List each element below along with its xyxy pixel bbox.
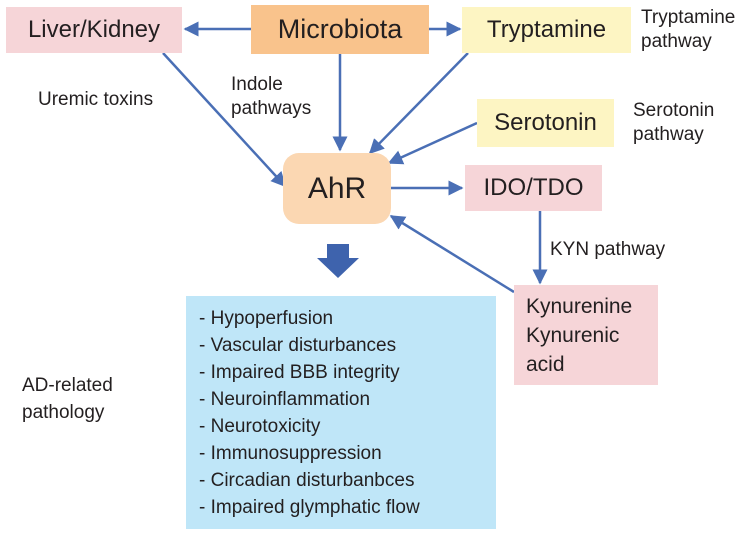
pathology-item: - Impaired BBB integrity [199, 362, 400, 383]
serotonin-pathway-label: Serotonin pathway [633, 99, 714, 147]
arrow-kynurenine-to-ahr [389, 214, 515, 294]
indole-pathways-line-2: pathways [231, 98, 312, 119]
pathology-item: - Impaired glymphatic flow [199, 497, 420, 518]
serotonin-pathway-line-1: Serotonin [633, 100, 715, 121]
ad-related-pathology-label: AD-related pathology [22, 372, 113, 426]
uremic-toxins-label: Uremic toxins [38, 89, 154, 110]
arrow-serotonin-to-ahr [387, 121, 478, 165]
tryptamine-pathway-line-2: pathway [641, 31, 712, 52]
microbiota-label: Microbiota [277, 14, 403, 44]
kynurenine-line-3: acid [526, 352, 565, 376]
ahr-label: AhR [307, 171, 367, 205]
pathology-list: - Hypoperfusion - Vascular disturbances … [199, 305, 420, 521]
arrow-liver-to-ahr [162, 52, 287, 188]
serotonin-label: Serotonin [494, 109, 597, 136]
kynurenine-node: Kynurenine Kynurenic acid [514, 285, 658, 385]
pathology-item: - Neuroinflammation [199, 389, 371, 410]
indole-pathways-label: Indole pathways [231, 73, 311, 121]
kyn-pathway-label: KYN pathway [550, 239, 666, 260]
tryptamine-node: Tryptamine [462, 7, 631, 53]
down-arrow-icon [317, 244, 359, 278]
indole-pathways-line-1: Indole [231, 74, 283, 95]
ido-tdo-node: IDO/TDO [465, 165, 602, 211]
serotonin-pathway-line-2: pathway [633, 124, 704, 145]
tryptamine-pathway-line-1: Tryptamine [641, 7, 736, 28]
kynurenine-line-1: Kynurenine [526, 294, 633, 318]
pathology-item: - Circadian disturbanbces [199, 470, 415, 491]
ahr-node: AhR [283, 153, 391, 224]
ido-tdo-label: IDO/TDO [483, 174, 584, 201]
liver-kidney-node: Liver/Kidney [6, 7, 182, 53]
pathology-item: - Hypoperfusion [199, 308, 334, 329]
pathology-item: - Neurotoxicity [199, 416, 321, 437]
arrow-tryptamine-to-ahr [368, 52, 469, 155]
pathology-item: - Vascular disturbances [199, 335, 397, 356]
tryptamine-label: Tryptamine [486, 16, 607, 43]
microbiota-node: Microbiota [251, 5, 429, 54]
liver-kidney-label: Liver/Kidney [27, 16, 161, 43]
pathology-item: - Immunosuppression [199, 443, 382, 464]
tryptamine-pathway-label: Tryptamine pathway [641, 6, 735, 54]
ad-related-line-1: AD-related [22, 375, 113, 396]
kynurenine-text: Kynurenine Kynurenic acid [526, 292, 632, 379]
kynurenine-line-2: Kynurenic [526, 323, 620, 347]
ad-related-line-2: pathology [22, 402, 105, 423]
pathology-list-box: - Hypoperfusion - Vascular disturbances … [186, 296, 496, 529]
serotonin-node: Serotonin [477, 99, 614, 147]
